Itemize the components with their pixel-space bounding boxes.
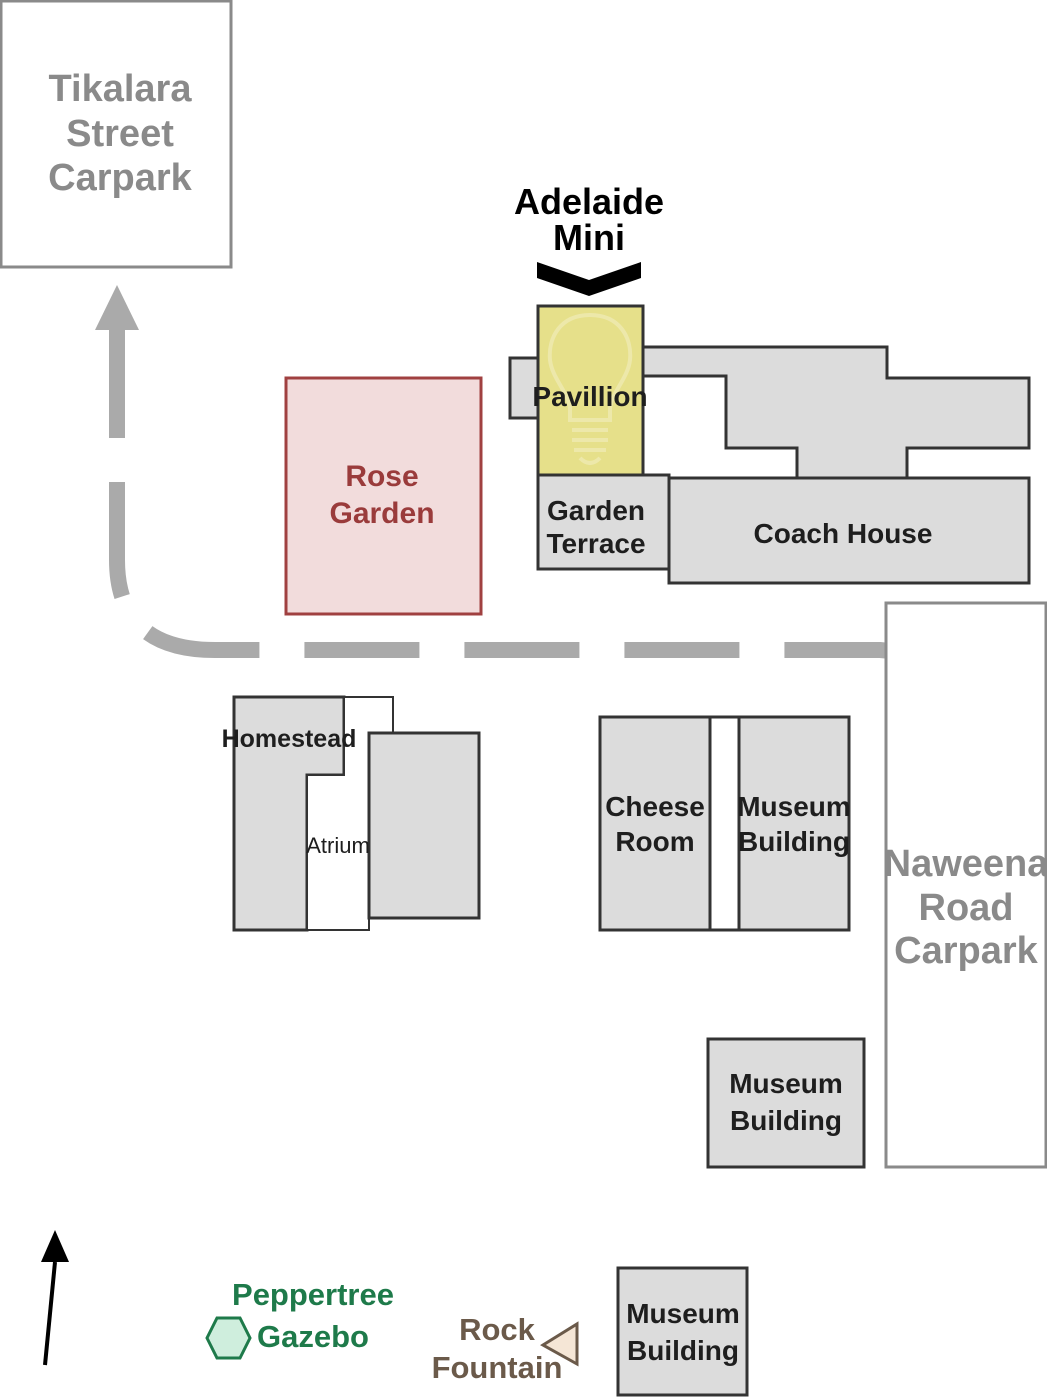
pavillion[interactable]: Pavillion: [532, 304, 648, 477]
hexagon-icon: [205, 1316, 252, 1360]
rose-garden[interactable]: Rose Garden: [284, 376, 483, 616]
naweena-carpark-label-2: Road: [919, 887, 1014, 929]
homestead-complex[interactable]: Homestead Atrium: [222, 695, 481, 932]
naweena-carpark-label-3: Carpark: [894, 930, 1038, 972]
museum-building-1[interactable]: Museum Building: [737, 715, 851, 932]
path-dashed-route: [109, 482, 918, 665]
venue-marker-label-1: Adelaide: [514, 181, 664, 222]
museum-building-3-label-1: Museum: [626, 1298, 740, 1329]
garden-terrace-label-1: Garden: [547, 495, 645, 526]
triangle-icon: [540, 1321, 579, 1367]
atrium-label: Atrium: [306, 833, 370, 858]
breezeway: [708, 715, 741, 932]
garden-terrace-label-2: Terrace: [546, 528, 645, 559]
peppertree-gazebo-label-1: Peppertree: [232, 1277, 394, 1312]
rock-fountain[interactable]: Rock Fountain: [432, 1312, 579, 1385]
museum-building-2-label-1: Museum: [729, 1068, 843, 1099]
museum-building-2[interactable]: Museum Building: [706, 1037, 866, 1169]
cheese-room-label-2: Room: [615, 826, 694, 857]
peppertree-gazebo-label-2: Gazebo: [257, 1319, 369, 1354]
path-arrow-north-icon: [95, 285, 139, 330]
atrium[interactable]: [306, 696, 394, 931]
north-wing-building[interactable]: [641, 345, 1031, 480]
peppertree-gazebo[interactable]: Peppertree Gazebo: [205, 1277, 394, 1360]
coach-house[interactable]: Coach House: [643, 476, 1031, 585]
museum-building-1-label-1: Museum: [737, 791, 851, 822]
venue-marker-label-2: Mini: [553, 217, 625, 258]
adelaide-mini-marker: Adelaide Mini: [514, 181, 664, 296]
rose-garden-label-2: Garden: [329, 497, 434, 530]
cheese-room-label-1: Cheese: [605, 791, 705, 822]
tikalara-street-carpark[interactable]: Tikalara Street Carpark: [0, 0, 233, 269]
tikalara-carpark-label-2: Street: [66, 113, 174, 155]
coach-house-label: Coach House: [754, 518, 933, 549]
naweena-road-carpark[interactable]: Naweena Road Carpark: [884, 601, 1047, 1169]
rock-fountain-label-1: Rock: [459, 1312, 536, 1347]
pavillion-label: Pavillion: [532, 381, 647, 412]
museum-building-1-label-2: Building: [738, 826, 850, 857]
north-arrow-icon: [41, 1230, 69, 1366]
museum-building-3-label-2: Building: [627, 1335, 739, 1366]
museum-building-2-label-2: Building: [730, 1105, 842, 1136]
tikalara-carpark-label-3: Carpark: [48, 157, 192, 199]
homestead-east-wing: [367, 731, 481, 920]
venue-chevron-icon: [537, 262, 641, 296]
rock-fountain-label-2: Fountain: [432, 1350, 563, 1385]
tikalara-carpark-label-1: Tikalara: [49, 68, 193, 110]
cheese-room[interactable]: Cheese Room: [598, 715, 712, 932]
lightbulb-icon: [547, 312, 633, 465]
garden-terrace[interactable]: Garden Terrace: [536, 473, 671, 571]
naweena-carpark-label-1: Naweena: [884, 843, 1047, 885]
rose-garden-label-1: Rose: [345, 460, 418, 493]
museum-building-3[interactable]: Museum Building: [616, 1266, 749, 1397]
homestead-label: Homestead: [222, 725, 357, 753]
